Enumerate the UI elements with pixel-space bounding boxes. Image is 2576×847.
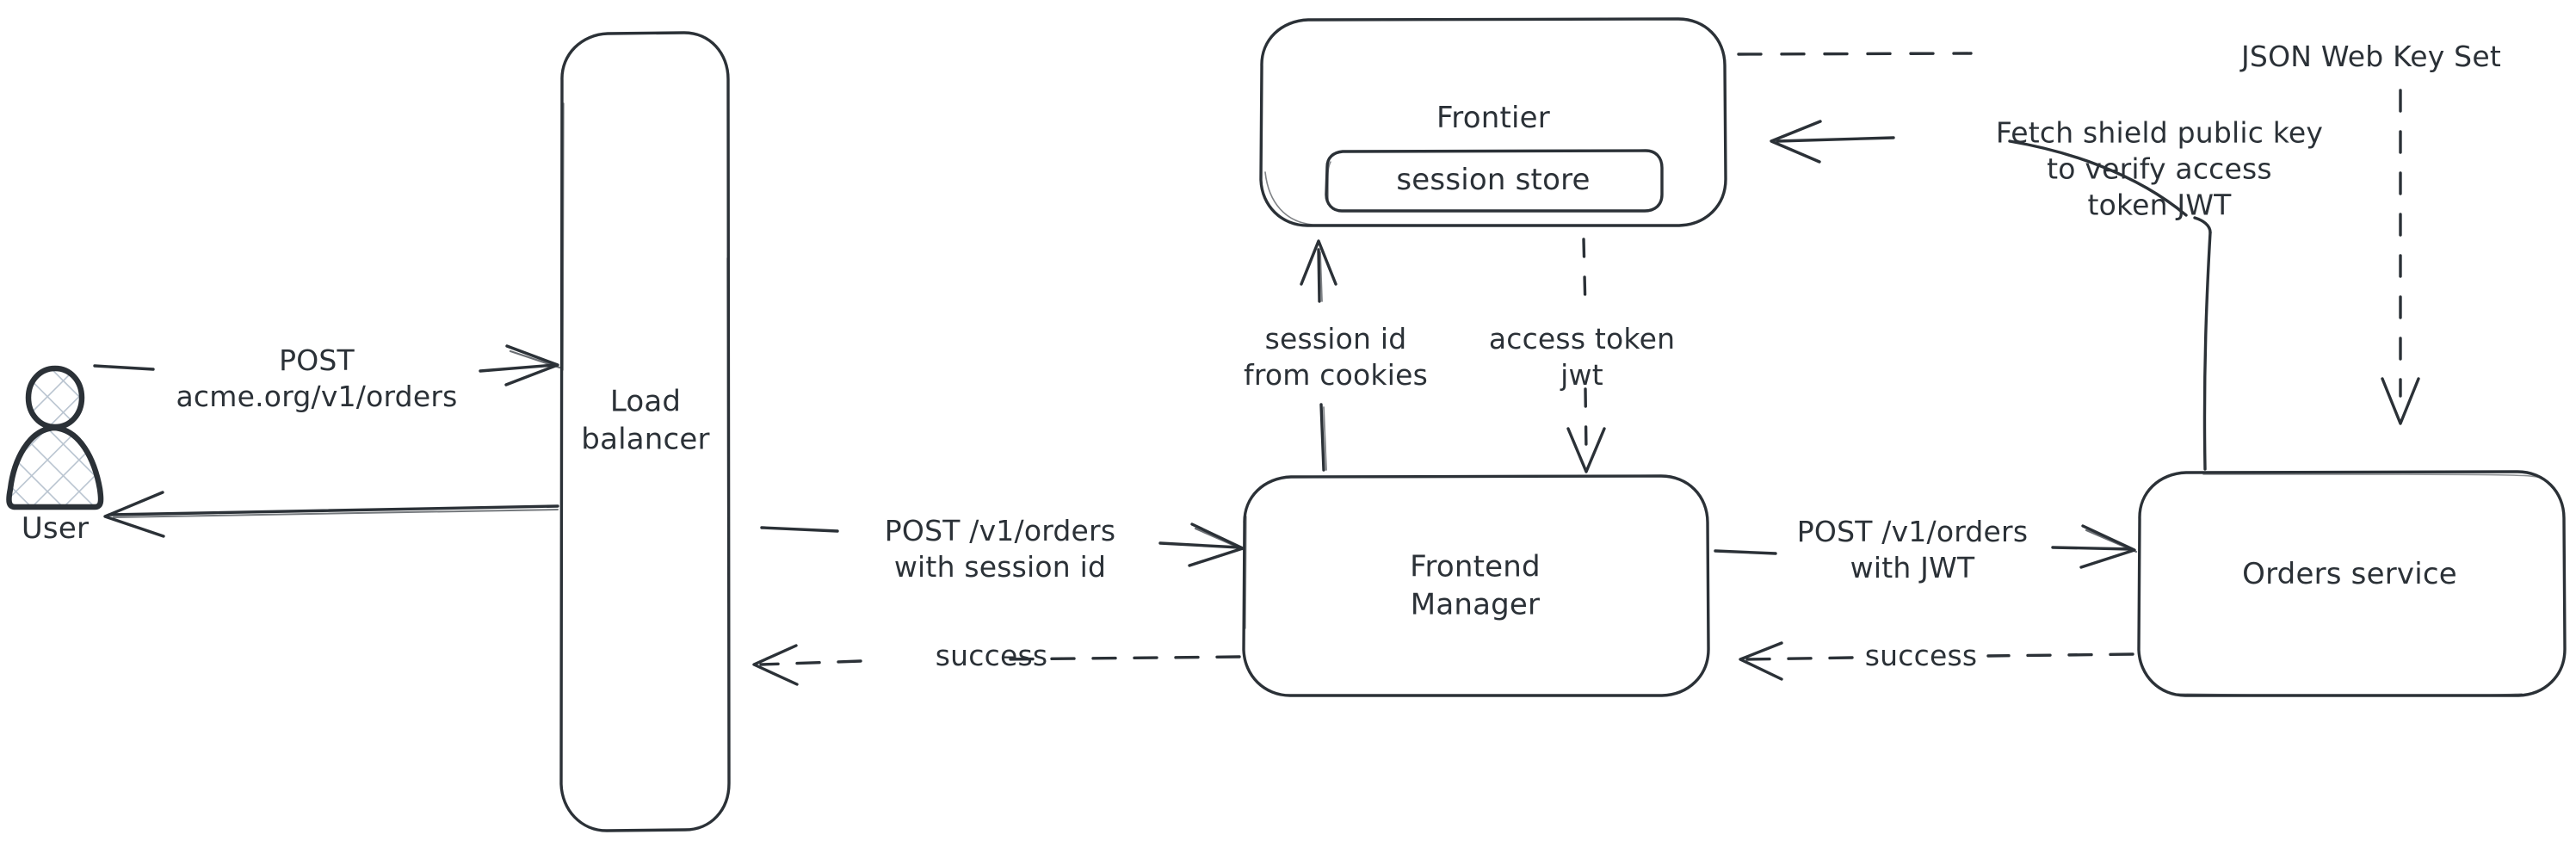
edge-user-to-load-balancer (93, 344, 561, 386)
edge-frontier-to-orders-service-jwks (1737, 52, 2420, 425)
edge-orders-service-to-frontend-manager (1739, 641, 2134, 681)
edge-frontend-manager-to-load-balancer (752, 644, 1241, 686)
edge-load-balancer-to-user (103, 491, 559, 538)
edge-load-balancer-to-frontend-manager (760, 522, 1246, 567)
session-store-box (1325, 149, 1664, 213)
edge-frontier-to-frontend-manager (1566, 238, 1606, 473)
frontend-manager-box (1242, 474, 1710, 697)
edge-frontend-manager-to-frontier (1300, 239, 1337, 472)
load-balancer-box (559, 31, 731, 832)
orders-service-box (2137, 470, 2567, 697)
edge-frontend-manager-to-orders-service (1714, 524, 2138, 569)
user-actor-icon (6, 365, 104, 510)
frontier-box (1259, 17, 1727, 227)
edge-orders-service-to-frontier (1770, 120, 2212, 471)
